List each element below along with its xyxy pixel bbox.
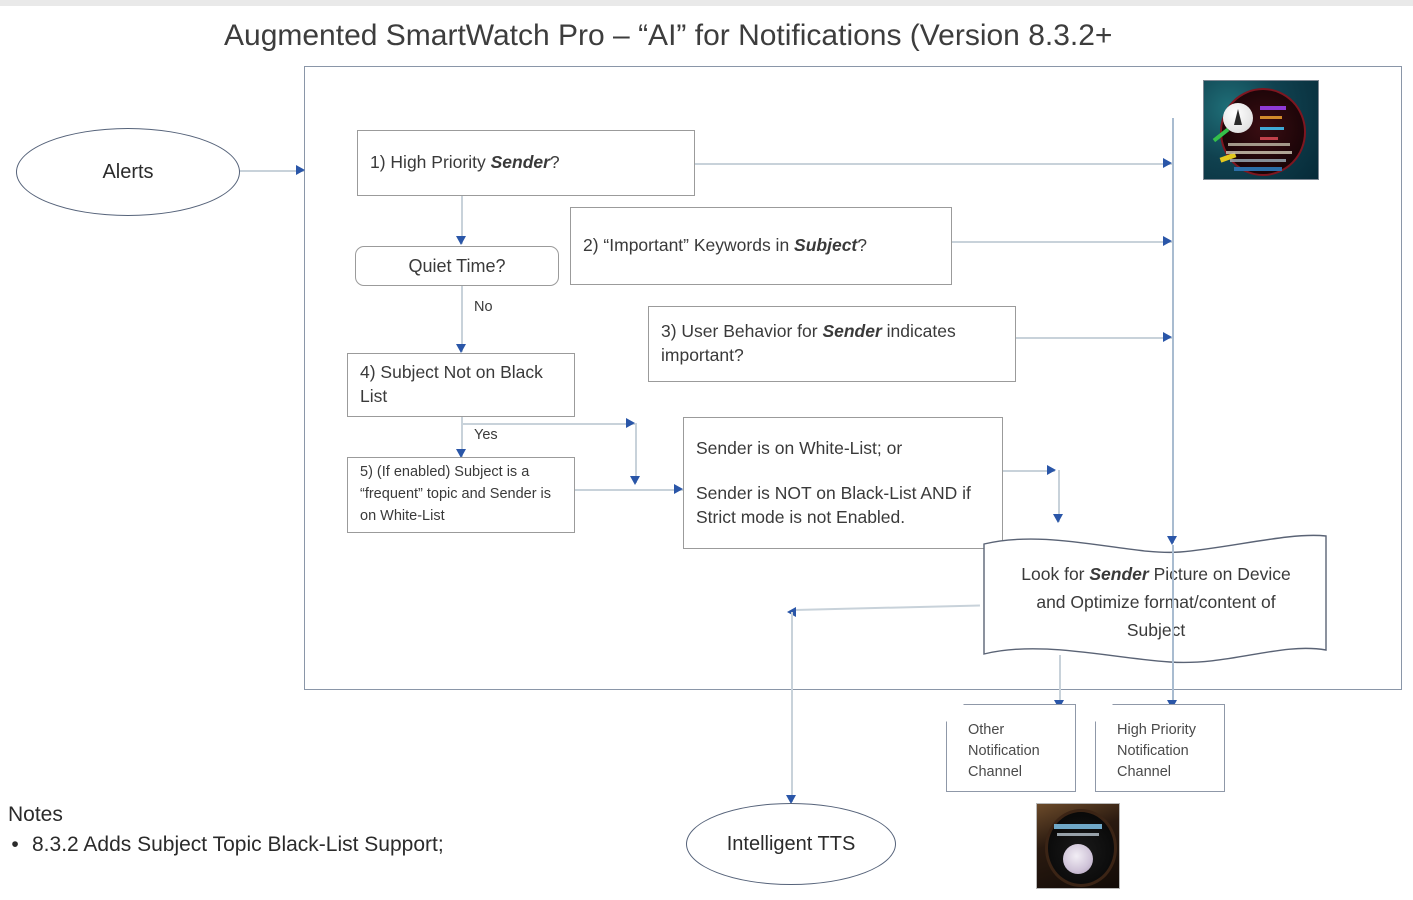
node-step5-frequent-topic[interactable]: 5) (If enabled) Subject is a “frequent” … [347, 457, 575, 533]
edge-junction-down-arrowhead [630, 476, 640, 485]
watch-text-line-1 [1228, 143, 1290, 146]
edge-step1-to-rail [695, 163, 1172, 165]
watch-bottom-text-line-2 [1057, 833, 1099, 836]
edge-step1-to-quiettime [461, 196, 463, 244]
node-intelligent-tts[interactable]: Intelligent TTS [686, 803, 896, 885]
edge-step2-arrowhead [1163, 236, 1172, 246]
edge-step5-to-whitelist [575, 489, 683, 491]
node-whitelist-conditions[interactable]: Sender is on White-List; or Sender is NO… [683, 417, 1003, 549]
node-step2-label: 2) “Important” Keywords in Subject? [583, 235, 867, 256]
node-lookup-sender-picture[interactable]: Look for Sender Picture on Device and Op… [980, 530, 1330, 668]
node-step4-subject-not-blacklist[interactable]: 4) Subject Not on Black List [347, 353, 575, 417]
edge-wave-to-tts-vertical [791, 612, 793, 802]
bullet-marker-icon: • [11, 833, 19, 856]
edge-whitelist-wave-down-arrowhead [1053, 514, 1063, 523]
edge-step4-step5-arrowhead [456, 449, 466, 458]
edge-whitelist-to-wave [1003, 470, 1055, 472]
node-other-notification-channel-label: Other Notification Channel [968, 722, 1040, 781]
edge-junction-down [635, 423, 637, 483]
edge-quiettime-to-step4 [461, 286, 463, 352]
node-step1-label: 1) High Priority Sender? [370, 152, 560, 173]
watch-bottom-text-line-1 [1054, 824, 1102, 829]
node-whitelist-line2: Sender is NOT on Black-List AND if Stric… [696, 483, 971, 527]
edge-alerts-arrowhead [296, 165, 305, 175]
edge-step3-arrowhead [1163, 332, 1172, 342]
node-step1-high-priority-sender[interactable]: 1) High Priority Sender? [357, 130, 695, 196]
node-high-priority-notification-channel-label: High Priority Notification Channel [1117, 722, 1196, 781]
node-intelligent-tts-label: Intelligent TTS [726, 833, 856, 855]
node-other-notification-channel[interactable]: Other Notification Channel [946, 704, 1076, 792]
notes-heading: Notes [8, 803, 63, 826]
edge-rail-vertical [1172, 118, 1174, 543]
edge-whitelist-wave-down [1058, 470, 1060, 522]
watch-text-line-3 [1230, 159, 1286, 162]
node-alerts-label: Alerts [102, 161, 154, 183]
watch-line-red [1260, 137, 1278, 140]
node-step2-important-keywords[interactable]: 2) “Important” Keywords in Subject? [570, 207, 952, 285]
edge-step4-junction-arrowhead [626, 418, 635, 428]
node-quiet-time[interactable]: Quiet Time? [355, 246, 559, 286]
decision-group-container [304, 66, 1402, 690]
wave-shape [983, 534, 1327, 664]
edge-rail-arrowhead [1167, 536, 1177, 545]
edge-label-yes: Yes [474, 427, 498, 443]
smartwatch-face-dark-image [1036, 803, 1120, 889]
high-priority-channel-shape [1095, 704, 1225, 792]
watch-line-blue [1260, 127, 1284, 130]
other-channel-shape [946, 704, 1076, 792]
node-whitelist-line1: Sender is on White-List; or [696, 437, 903, 458]
node-step3-label: 3) User Behavior for Sender indicates im… [661, 321, 956, 365]
watch-avatar-icon [1223, 103, 1253, 133]
edge-rail-to-high-priority-channel [1172, 545, 1174, 707]
notes-item-text: 8.3.2 Adds Subject Topic Black-List Supp… [32, 833, 444, 856]
edge-step3-to-rail [1016, 337, 1172, 339]
edge-wave-to-other-channel [1059, 655, 1061, 707]
edge-quiettime-step4-arrowhead [456, 344, 466, 353]
node-high-priority-notification-channel[interactable]: High Priority Notification Channel [1095, 704, 1225, 792]
edge-step5-whitelist-arrowhead [674, 484, 683, 494]
slide-top-strip [0, 0, 1413, 6]
node-step4-label: 4) Subject Not on Black List [360, 362, 543, 406]
notes-list-item: • 8.3.2 Adds Subject Topic Black-List Su… [10, 833, 630, 857]
watch-text-line-2 [1226, 151, 1292, 154]
edge-step1-quiettime-arrowhead [456, 236, 466, 245]
watch-status-bar [1234, 167, 1282, 171]
watch-line-purple [1260, 106, 1286, 110]
node-step5-label: 5) (If enabled) Subject is a “frequent” … [360, 464, 552, 524]
edge-step1-arrowhead [1163, 158, 1172, 168]
watch-bottom-avatar-icon [1063, 844, 1093, 874]
edge-tts-arrowhead [786, 795, 796, 804]
edge-step4-to-step5 [461, 417, 463, 457]
page-title: Augmented SmartWatch Pro – “AI” for Noti… [224, 19, 1113, 52]
edge-label-no: No [474, 299, 493, 315]
node-quiet-time-label: Quiet Time? [408, 255, 506, 276]
watch-line-orange [1260, 116, 1282, 119]
edge-alerts-to-container [240, 170, 304, 172]
edge-whitelist-wave-arrowhead [1047, 465, 1056, 475]
smartwatch-face-teal-image [1203, 80, 1319, 180]
edge-step4-to-junction [461, 423, 635, 425]
node-alerts[interactable]: Alerts [16, 128, 240, 216]
node-lookup-sender-label: Look for Sender Picture on Device and Op… [1021, 564, 1291, 640]
edge-step2-to-rail [952, 241, 1172, 243]
node-step3-user-behavior[interactable]: 3) User Behavior for Sender indicates im… [648, 306, 1016, 382]
